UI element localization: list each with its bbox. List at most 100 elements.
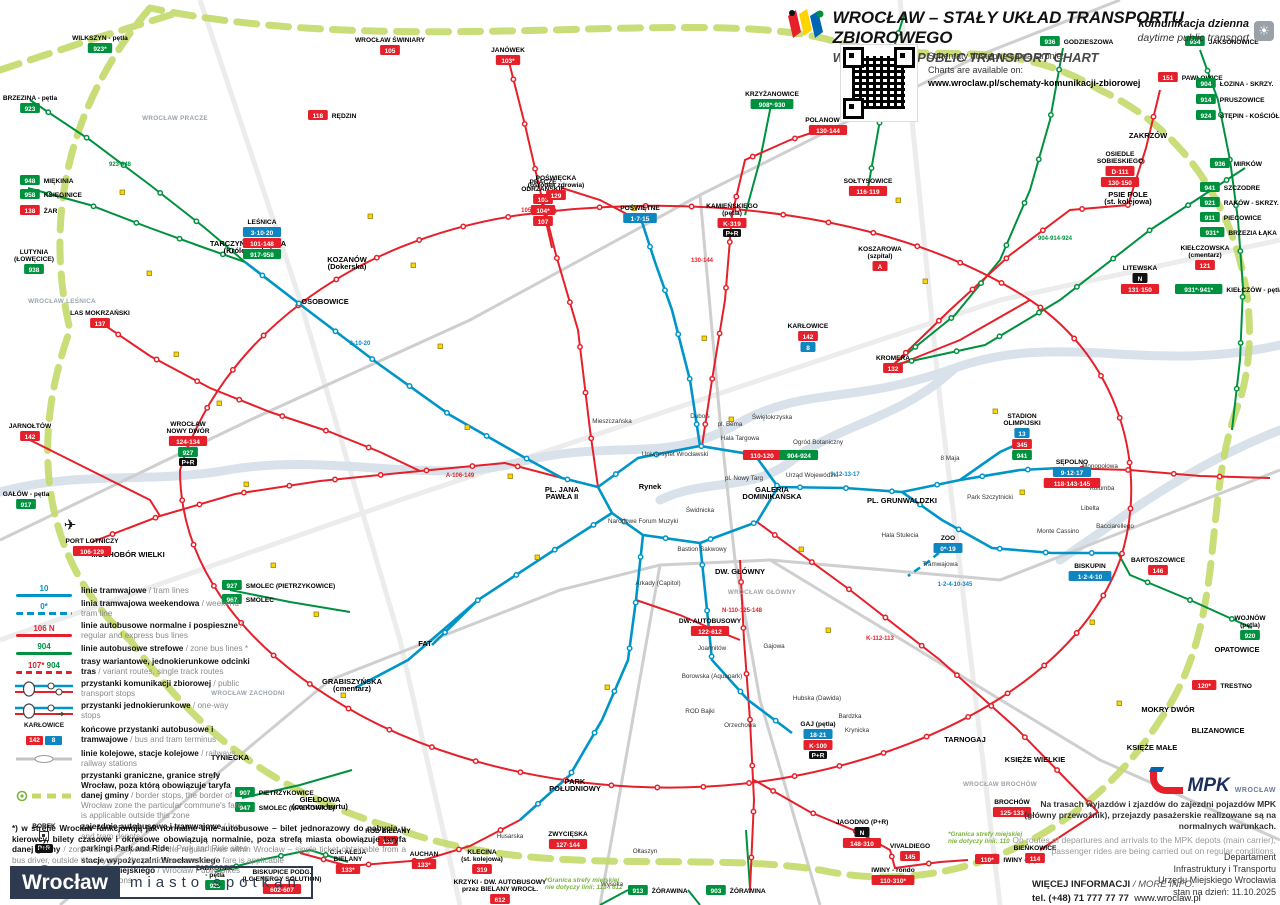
legend-text: parkingi Park and Ride / Park and Ride s…: [81, 844, 248, 854]
info-web[interactable]: www.wroclaw.pl: [1134, 892, 1201, 904]
map-label: (centrum hurtu): [292, 802, 348, 811]
map-label: PL. GRUNWALDZKI: [867, 496, 937, 505]
map-label: MOKRY DWÓR: [1141, 705, 1195, 714]
page-title: WROCŁAW – STAŁY UKŁAD TRANSPORTU ZBIOROW…: [832, 8, 1184, 47]
svg-text:133*: 133*: [341, 867, 355, 874]
map-label: Narodowe Forum Muzyki: [608, 518, 678, 525]
svg-text:SMOLEC (PIETRZYKOWICE): SMOLEC (PIETRZYKOWICE): [246, 583, 335, 590]
dept-line2: Infrastruktury i Transportu: [1173, 863, 1276, 874]
svg-text:ŻAR: ŻAR: [44, 207, 58, 215]
svg-text:907: 907: [239, 790, 250, 797]
terminus: BARTOSZOWICE 146: [1131, 557, 1186, 575]
svg-text:ROD BIELANY: ROD BIELANY: [365, 828, 411, 835]
svg-text:ŻÓRAWINA: ŻÓRAWINA: [730, 886, 766, 895]
svg-text:142: 142: [25, 434, 36, 441]
svg-text:145: 145: [905, 854, 916, 861]
svg-text:936: 936: [1214, 161, 1225, 168]
map-label: Libelta: [1081, 505, 1100, 512]
map-label: Monte Cassino: [1037, 528, 1079, 535]
svg-text:ZWYCIĘSKA: ZWYCIĘSKA: [548, 831, 588, 838]
svg-text:151: 151: [1162, 75, 1173, 82]
map-label: Uniwersytet Wrocławski: [642, 451, 708, 458]
map-label: *Granica strefy miejskiej: [948, 831, 1022, 838]
svg-text:BISKUPICE PODG.: BISKUPICE PODG.: [253, 869, 312, 876]
daytime-badge: komunikacja dzienna daytime public trans…: [1138, 18, 1274, 45]
map-label: POŁUDNIOWY: [549, 784, 601, 793]
map-label: Wysoka: [601, 881, 624, 888]
map-label: Borowska (Aquapark): [682, 673, 743, 680]
map-label: PL. JANA: [545, 485, 580, 494]
map-label: FAT: [418, 639, 432, 648]
map-label: nie dotyczy linii: 113 i 612: [545, 884, 623, 891]
svg-text:130·150: 130·150: [1108, 180, 1132, 187]
map-label: 904-914-924: [1038, 236, 1073, 242]
svg-text:931*·941*: 931*·941*: [1184, 287, 1213, 294]
svg-text:KOSZAROWA: KOSZAROWA: [858, 246, 902, 253]
svg-text:110-120: 110-120: [750, 453, 774, 460]
svg-text:(szpital): (szpital): [868, 253, 893, 260]
svg-text:124-134: 124-134: [176, 439, 200, 446]
map-label: PARK: [565, 777, 586, 786]
svg-text:DW. AUTOBUSOWY: DW. AUTOBUSOWY: [679, 618, 742, 625]
svg-text:NOWY DWÓR: NOWY DWÓR: [166, 426, 209, 435]
map-label: ROD Bajki: [685, 708, 714, 715]
svg-text:BIEŃKOWICE: BIEŃKOWICE: [1014, 843, 1057, 852]
map-label: WROCŁAW BROCHÓW: [963, 779, 1037, 788]
map-label: BLIZANOWICE: [1192, 726, 1245, 735]
map-label: Świętokrzyska: [752, 412, 793, 421]
qr-url[interactable]: www.wroclaw.pl/schematy-komunikacji-zbio…: [928, 78, 1141, 88]
map-label: Ołtaszyn: [633, 848, 658, 855]
svg-text:N: N: [1138, 276, 1143, 283]
map-label: Monopolowa: [1082, 463, 1118, 470]
svg-text:612: 612: [495, 897, 506, 904]
svg-text:914: 914: [1200, 97, 1211, 104]
map-label: (cmentarz): [333, 684, 371, 693]
svg-text:LITEWSKA: LITEWSKA: [1123, 265, 1158, 272]
map-label: TYNIECKA: [211, 753, 250, 762]
svg-text:KIEŁCZOWSKA: KIEŁCZOWSKA: [1180, 245, 1229, 252]
legend-symbol-oneway: [12, 702, 76, 719]
legend-symbol-tramwk: 0*: [12, 602, 76, 616]
svg-text:924: 924: [1200, 113, 1211, 120]
map-label: Gajowa: [763, 643, 785, 650]
legend-text: przystanki komunikacji zbiorowej / publi…: [81, 679, 240, 698]
map-label: WROCŁAW ZACHODNI: [211, 690, 285, 697]
svg-text:146: 146: [1153, 568, 1164, 575]
map-label: TARNOGAJ: [944, 735, 986, 744]
wroclaw-city-logo: Wrocław miasto spotkań: [10, 866, 313, 899]
svg-text:917: 917: [21, 502, 32, 509]
svg-text:BARTOSZOWICE: BARTOSZOWICE: [1131, 557, 1186, 564]
legend-symbol-bus: 106 N: [12, 624, 76, 638]
svg-text:SZCZODRE: SZCZODRE: [1224, 185, 1261, 192]
svg-text:P+R: P+R: [812, 753, 825, 760]
map-label: Arkady (Capitol): [635, 580, 680, 587]
tram-lines: [244, 221, 1118, 821]
svg-text:107: 107: [538, 219, 549, 226]
svg-text:BIELANY: BIELANY: [334, 856, 364, 863]
svg-text:(pętla): (pętla): [722, 210, 742, 217]
svg-text:927: 927: [226, 583, 237, 590]
terminus: WOJNÓW(pętla)920: [1234, 613, 1266, 640]
svg-text:319: 319: [477, 867, 488, 874]
svg-text:130·144: 130·144: [816, 128, 840, 135]
terminus: LUTYNIA(ŁOWĘCICE)938: [14, 249, 54, 274]
svg-text:SMOLEC: SMOLEC: [246, 597, 274, 604]
map-label: Świdnicka: [686, 505, 715, 514]
svg-text:WROCŁAW ŚWINIARY: WROCŁAW ŚWINIARY: [355, 35, 426, 44]
svg-text:103*: 103*: [501, 58, 515, 65]
mpk-block: MPK WROCŁAW Na trasach wyjazdów i zjazdó…: [1010, 772, 1276, 857]
